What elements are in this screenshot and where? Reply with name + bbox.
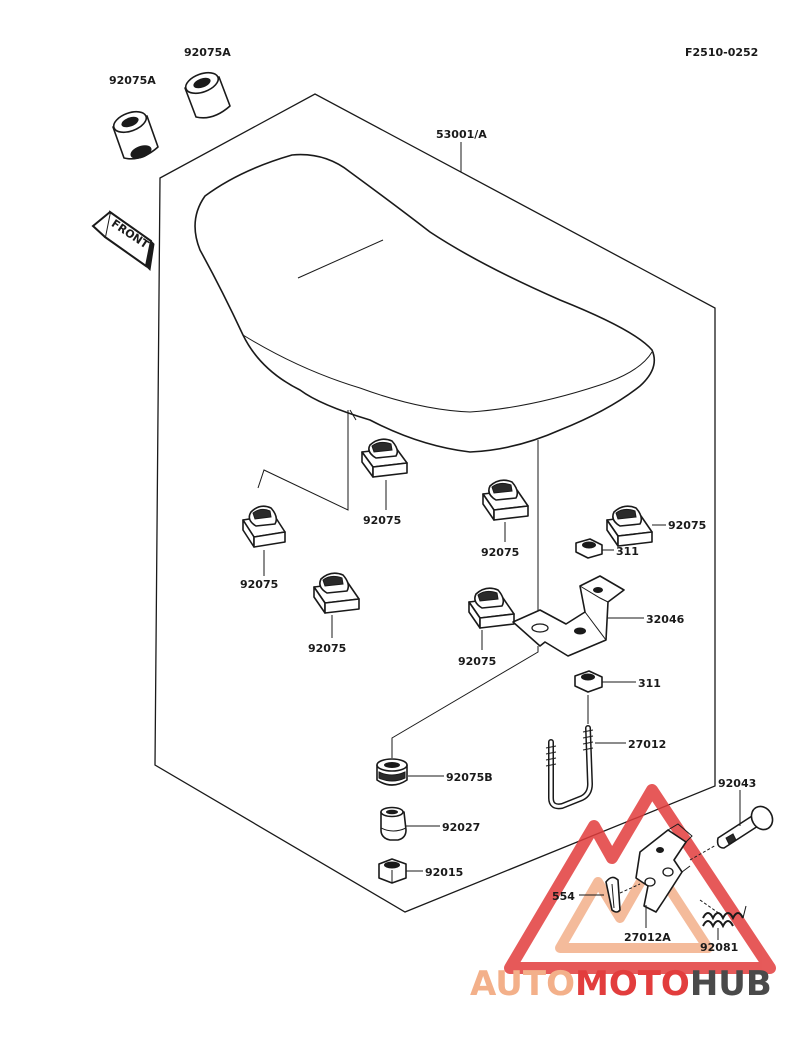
label-damper-4: 92075 (481, 546, 519, 559)
label-collar-a-left: 92075A (109, 74, 156, 87)
label-bracket: 32046 (646, 613, 685, 626)
label-collar: 92027 (442, 821, 480, 834)
label-damper-3: 92075 (308, 642, 346, 655)
leader-bracket-damper-b (391, 646, 539, 758)
assembly-frame (154, 93, 716, 913)
label-pin: 92043 (718, 777, 756, 790)
collar-92027 (380, 806, 407, 841)
cotter-pin-554 (605, 876, 621, 913)
watermark-brand-part1: AUTO (470, 964, 575, 1004)
collar-92075a-right (184, 71, 231, 119)
damper-5 (606, 505, 653, 547)
watermark-brand-part2: MOTO (575, 964, 690, 1004)
label-collar-a-right: 92075A (184, 46, 231, 59)
pin-92043 (716, 805, 774, 849)
leader-seat-dampers (257, 410, 349, 511)
watermark-brand-part3: HUB (690, 964, 772, 1004)
spring-92081 (702, 905, 747, 929)
label-nut: 92015 (425, 866, 463, 879)
label-u-bolt: 27012 (628, 738, 666, 751)
label-cotter-pin: 554 (552, 890, 575, 903)
damper-92075b (376, 758, 408, 786)
label-nut-upper: 311 (616, 545, 639, 558)
seat (194, 153, 656, 453)
nut-311-lower (574, 670, 603, 693)
label-damper-6: 92075 (458, 655, 496, 668)
drawing-code: F2510-0252 (685, 46, 758, 59)
watermark-brand-text: AUTOMOTOHUB (470, 964, 772, 1004)
label-seat-assembly: 53001/A (436, 128, 487, 141)
damper-4 (482, 479, 529, 521)
latch-plate-27012a (635, 823, 693, 913)
nut-311-upper (575, 538, 603, 559)
label-damper-5: 92075 (668, 519, 706, 532)
label-damper-b: 92075B (446, 771, 493, 784)
front-arrow-icon: FRONT (91, 210, 155, 272)
label-nut-lower: 311 (638, 677, 661, 690)
damper-2 (242, 505, 286, 548)
spring-axis (699, 899, 721, 915)
collar-92075a-left (112, 110, 159, 160)
damper-3 (313, 572, 360, 614)
label-latch-plate: 27012A (624, 931, 671, 944)
label-spring: 92081 (700, 941, 738, 954)
pin-axis (689, 844, 717, 861)
u-bolt-27012 (545, 725, 594, 810)
damper-6 (468, 587, 515, 629)
damper-1 (361, 438, 408, 478)
cotter-axis (619, 883, 641, 894)
watermark-logo (504, 784, 776, 974)
bracket-32046 (512, 575, 625, 657)
label-damper-1: 92075 (363, 514, 401, 527)
nut-92015 (378, 858, 407, 884)
leader-seat-bracket (533, 440, 539, 617)
label-damper-2: 92075 (240, 578, 278, 591)
